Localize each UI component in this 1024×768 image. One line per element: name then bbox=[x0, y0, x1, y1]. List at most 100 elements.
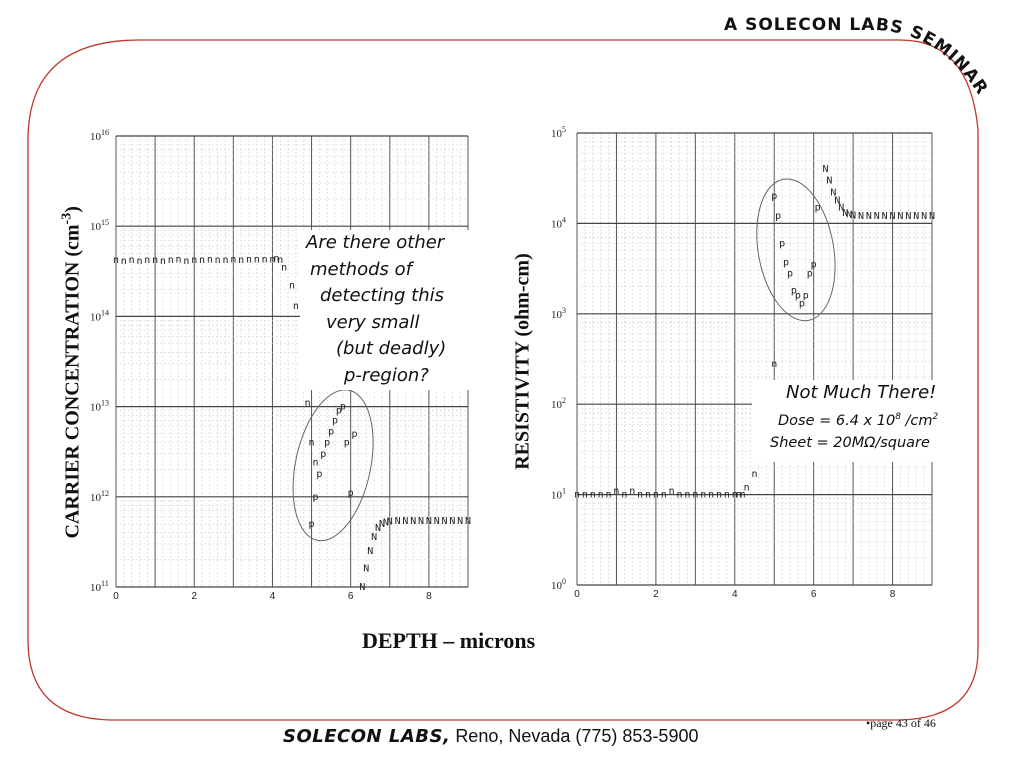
data-point-p: p bbox=[312, 492, 318, 503]
data-point-n: n bbox=[289, 281, 295, 292]
y-tick-label: 1013 bbox=[90, 399, 109, 414]
data-point-n: n bbox=[751, 469, 757, 480]
y-tick-label: 100 bbox=[551, 577, 566, 592]
data-point-n: n bbox=[669, 486, 675, 497]
slide-border bbox=[27, 39, 979, 721]
left-y-axis-title: CARRIER CONCENTRATION (cm-3) bbox=[60, 182, 85, 562]
left-y-axis-close: ) bbox=[61, 206, 84, 213]
data-point-p: p bbox=[328, 426, 334, 437]
data-point-N: N bbox=[850, 211, 856, 222]
y-tick-label: 1014 bbox=[90, 308, 109, 323]
data-point-p: p bbox=[815, 202, 821, 213]
data-point-p: p bbox=[795, 290, 801, 301]
data-point-n: n bbox=[262, 254, 268, 265]
data-point-N: N bbox=[402, 516, 408, 527]
data-point-n: n bbox=[629, 486, 635, 497]
data-point-N: N bbox=[367, 546, 373, 557]
data-point-n: n bbox=[661, 490, 667, 501]
x-tick-label: 6 bbox=[811, 589, 817, 600]
data-point-n: n bbox=[136, 256, 142, 267]
data-point-p: p bbox=[787, 268, 793, 279]
y-tick-exponent: 0 bbox=[562, 577, 566, 586]
data-point-n: n bbox=[582, 490, 588, 501]
left-note-line-1: Are there other bbox=[306, 232, 445, 253]
data-point-N: N bbox=[359, 582, 365, 593]
data-point-n: n bbox=[305, 398, 311, 409]
left-note-line-4: very small bbox=[326, 311, 420, 333]
data-point-n: n bbox=[740, 490, 746, 501]
data-point-N: N bbox=[449, 516, 455, 527]
right-y-axis-title: RESISTIVITY (ohm-cm) bbox=[512, 222, 535, 502]
right-note-dose-unit: /cm bbox=[900, 412, 933, 429]
data-point-N: N bbox=[371, 532, 377, 543]
data-point-N: N bbox=[395, 516, 401, 527]
data-point-N: N bbox=[842, 208, 848, 219]
data-point-n: n bbox=[246, 254, 252, 265]
data-point-n: n bbox=[129, 255, 135, 266]
data-point-n: n bbox=[222, 255, 228, 266]
p-region-loop bbox=[756, 178, 836, 322]
x-tick-label: 0 bbox=[113, 591, 119, 602]
data-point-N: N bbox=[363, 564, 369, 575]
footer: SOLECON LABS, Reno, Nevada (775) 853-590… bbox=[283, 726, 698, 747]
left-note-line-5: (but deadly) bbox=[336, 338, 447, 359]
data-point-N: N bbox=[442, 516, 448, 527]
data-point-n: n bbox=[574, 490, 580, 501]
p-region-loop bbox=[292, 389, 374, 542]
data-point-N: N bbox=[457, 516, 463, 527]
y-tick-exponent: 3 bbox=[562, 306, 566, 315]
y-tick-label: 105 bbox=[551, 125, 566, 140]
data-point-p: p bbox=[779, 238, 785, 249]
data-point-n: n bbox=[645, 490, 651, 501]
right-note-dose-text: Dose = 6.4 x 10 bbox=[778, 412, 896, 429]
x-tick-label: 4 bbox=[270, 591, 276, 602]
y-tick-label: 104 bbox=[551, 215, 566, 230]
x-tick-label: 0 bbox=[574, 589, 580, 600]
data-point-n: n bbox=[168, 255, 174, 266]
data-point-p: p bbox=[783, 257, 789, 268]
data-point-n: n bbox=[724, 490, 730, 501]
data-point-n: n bbox=[708, 490, 714, 501]
data-point-N: N bbox=[834, 195, 840, 206]
data-point-N: N bbox=[866, 211, 872, 222]
data-point-N: N bbox=[822, 164, 828, 175]
right-note-title: Not Much There! bbox=[786, 382, 937, 403]
svg-text:A SOLECON LABS SEMINAR: A SOLECON LABS SEMINAR bbox=[724, 15, 992, 99]
footer-company: SOLECON LABS, bbox=[283, 726, 451, 747]
data-point-n: n bbox=[312, 458, 318, 469]
data-point-p: p bbox=[309, 519, 315, 530]
y-tick-exponent: 13 bbox=[101, 399, 109, 408]
y-tick-exponent: 5 bbox=[562, 125, 566, 134]
data-point-n: n bbox=[238, 255, 244, 266]
left-y-axis-exp: -3 bbox=[59, 212, 75, 225]
y-tick-exponent: 2 bbox=[562, 396, 566, 405]
data-point-n: n bbox=[281, 262, 287, 273]
left-y-axis-label: CARRIER CONCENTRATION (cm bbox=[61, 224, 84, 539]
data-point-p: p bbox=[340, 402, 346, 413]
data-point-N: N bbox=[858, 211, 864, 222]
data-point-N: N bbox=[830, 187, 836, 198]
y-tick-exponent: 11 bbox=[101, 579, 109, 588]
right-note-dose: Dose = 6.4 x 108 /cm2 bbox=[752, 406, 958, 432]
data-point-n: n bbox=[273, 253, 279, 264]
data-point-n: n bbox=[293, 301, 299, 312]
data-point-n: n bbox=[621, 490, 627, 501]
y-tick-exponent: 4 bbox=[562, 215, 566, 224]
data-point-n: n bbox=[598, 490, 604, 501]
data-point-n: n bbox=[606, 490, 612, 501]
data-point-n: n bbox=[144, 255, 150, 266]
data-point-n: n bbox=[207, 254, 213, 265]
x-tick-label: 8 bbox=[890, 589, 896, 600]
seminar-banner-text: A SOLECON LABS SEMINAR bbox=[724, 15, 991, 99]
data-point-n: n bbox=[230, 254, 236, 265]
right-note-sheet: Sheet = 20MΩ/square bbox=[770, 434, 930, 451]
data-point-N: N bbox=[379, 519, 385, 530]
left-note: Are there other methods of detecting thi… bbox=[300, 230, 470, 390]
y-tick-exponent: 1 bbox=[562, 487, 566, 496]
right-note-dose-exp: 8 bbox=[895, 412, 901, 422]
data-point-n: n bbox=[692, 490, 698, 501]
x-tick-label: 2 bbox=[653, 589, 659, 600]
data-point-N: N bbox=[913, 211, 919, 222]
data-point-n: n bbox=[677, 490, 683, 501]
y-tick-label: 1011 bbox=[90, 579, 109, 594]
